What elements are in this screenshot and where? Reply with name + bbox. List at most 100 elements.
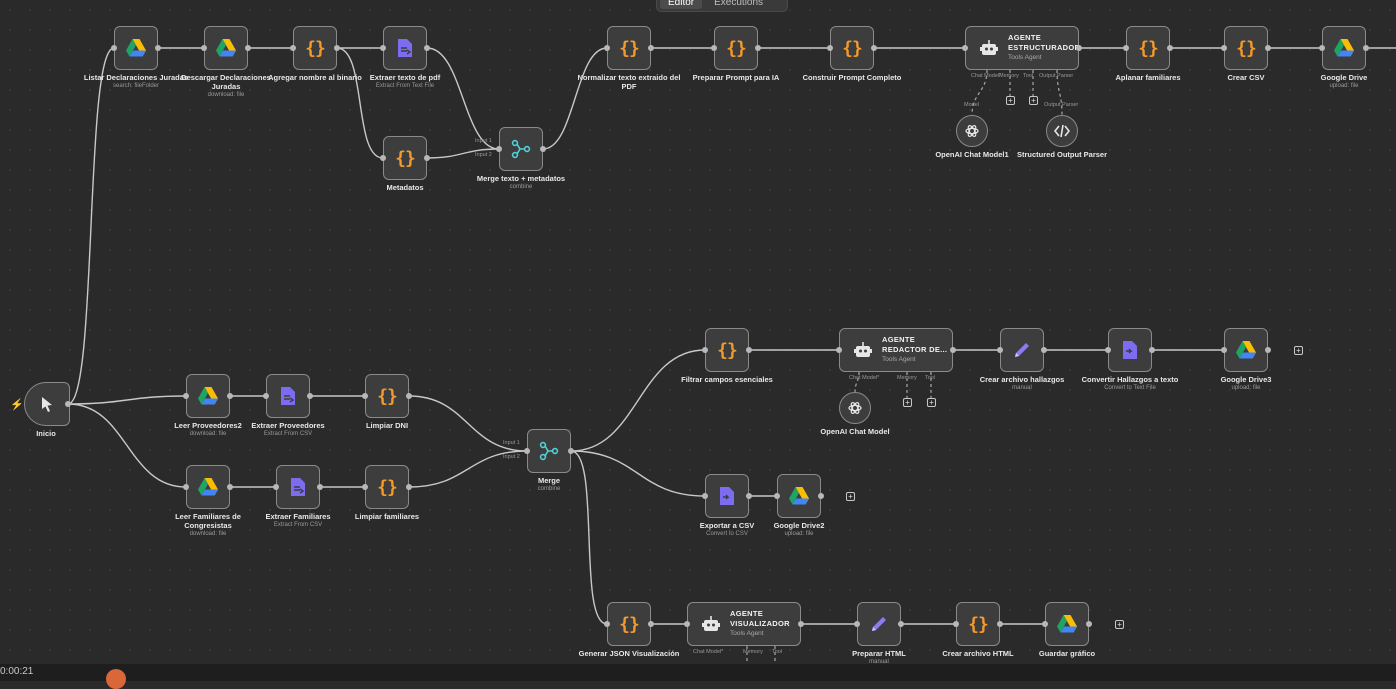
input-port[interactable] (836, 347, 842, 353)
input-port[interactable] (774, 493, 780, 499)
input-port[interactable] (702, 493, 708, 499)
output-port[interactable] (1363, 45, 1369, 51)
add-node-button[interactable]: + (1029, 96, 1038, 105)
node-crear-csv[interactable]: {} (1224, 26, 1268, 70)
output-port[interactable] (334, 45, 340, 51)
output-port[interactable] (1167, 45, 1173, 51)
input-port[interactable] (827, 45, 833, 51)
node-agregar[interactable]: {} (293, 26, 337, 70)
node-convertir[interactable] (1108, 328, 1152, 372)
input-port[interactable] (263, 393, 269, 399)
output-port[interactable] (65, 401, 71, 407)
input-port[interactable] (201, 45, 207, 51)
output-port[interactable] (424, 45, 430, 51)
input-port[interactable] (604, 621, 610, 627)
node-parser[interactable] (1046, 115, 1078, 147)
output-port[interactable] (950, 347, 956, 353)
input-port[interactable] (290, 45, 296, 51)
input-port[interactable] (1123, 45, 1129, 51)
add-node-button[interactable]: + (1115, 620, 1124, 629)
output-port[interactable] (1086, 621, 1092, 627)
tab-editor[interactable]: Editor (660, 0, 703, 9)
node-agente-redactor[interactable]: AGENTE REDACTOR DE...Tools Agent (839, 328, 953, 372)
output-port[interactable] (1041, 347, 1047, 353)
node-leer-fam[interactable] (186, 465, 230, 509)
node-crear-html[interactable]: {} (956, 602, 1000, 646)
input-port[interactable] (1221, 45, 1227, 51)
input-port[interactable] (962, 45, 968, 51)
output-port[interactable] (898, 621, 904, 627)
node-inicio[interactable] (24, 382, 70, 426)
node-merge[interactable] (527, 429, 571, 473)
output-port[interactable] (317, 484, 323, 490)
input-port[interactable] (711, 45, 717, 51)
input-port[interactable] (111, 45, 117, 51)
output-port[interactable] (997, 621, 1003, 627)
input-port[interactable] (702, 347, 708, 353)
add-node-button[interactable]: + (903, 398, 912, 407)
output-port[interactable] (871, 45, 877, 51)
node-extraer-pdf[interactable] (383, 26, 427, 70)
node-listar[interactable] (114, 26, 158, 70)
output-port[interactable] (540, 146, 546, 152)
node-filtrar[interactable]: {} (705, 328, 749, 372)
tab-executions[interactable]: Executions (714, 0, 764, 8)
add-node-button[interactable]: + (846, 492, 855, 501)
input-port[interactable] (273, 484, 279, 490)
node-preparar-html[interactable] (857, 602, 901, 646)
output-port[interactable] (818, 493, 824, 499)
input-port[interactable] (380, 155, 386, 161)
node-leer-prov[interactable] (186, 374, 230, 418)
node-descargar[interactable] (204, 26, 248, 70)
input-port[interactable] (684, 621, 690, 627)
input-port[interactable] (183, 393, 189, 399)
node-metadatos[interactable]: {} (383, 136, 427, 180)
node-extraer-fam[interactable] (276, 465, 320, 509)
node-limpiar-dni[interactable]: {} (365, 374, 409, 418)
input-port[interactable] (854, 621, 860, 627)
output-port[interactable] (1076, 45, 1082, 51)
output-port[interactable] (424, 155, 430, 161)
node-gdrive1[interactable] (1322, 26, 1366, 70)
input-port[interactable] (1221, 347, 1227, 353)
add-node-button[interactable]: + (1294, 346, 1303, 355)
input-port[interactable] (1105, 347, 1111, 353)
node-gdrive3[interactable] (1224, 328, 1268, 372)
input-port[interactable] (183, 484, 189, 490)
output-port[interactable] (1265, 347, 1271, 353)
node-exportar[interactable] (705, 474, 749, 518)
node-openai1[interactable] (956, 115, 988, 147)
output-port[interactable] (155, 45, 161, 51)
output-port[interactable] (1149, 347, 1155, 353)
input-port[interactable] (1042, 621, 1048, 627)
output-port[interactable] (648, 621, 654, 627)
node-construir-prompt[interactable]: {} (830, 26, 874, 70)
output-port[interactable] (755, 45, 761, 51)
avatar[interactable] (106, 669, 126, 689)
input-port[interactable] (997, 347, 1003, 353)
output-port[interactable] (746, 347, 752, 353)
node-normalizar[interactable]: {} (607, 26, 651, 70)
node-merge-texto[interactable] (499, 127, 543, 171)
output-port[interactable] (568, 448, 574, 454)
output-port[interactable] (798, 621, 804, 627)
output-port[interactable] (227, 484, 233, 490)
add-node-button[interactable]: + (927, 398, 936, 407)
input-port[interactable] (524, 448, 530, 454)
add-node-button[interactable]: + (1006, 96, 1015, 105)
node-gdrive2[interactable] (777, 474, 821, 518)
output-port[interactable] (648, 45, 654, 51)
output-port[interactable] (307, 393, 313, 399)
input-port[interactable] (604, 45, 610, 51)
output-port[interactable] (1265, 45, 1271, 51)
node-generar-json[interactable]: {} (607, 602, 651, 646)
node-openai2[interactable] (839, 392, 871, 424)
input-port[interactable] (496, 146, 502, 152)
output-port[interactable] (227, 393, 233, 399)
input-port[interactable] (362, 484, 368, 490)
node-extraer-prov[interactable] (266, 374, 310, 418)
node-crear-hallazgos[interactable] (1000, 328, 1044, 372)
